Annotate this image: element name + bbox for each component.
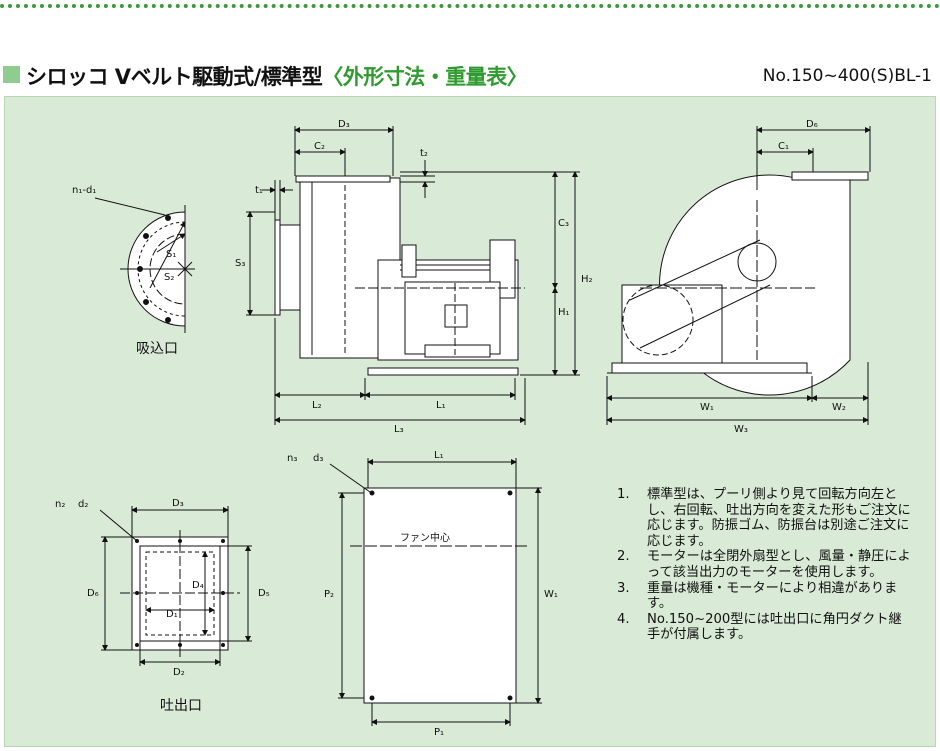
label-w2: W₂ (832, 402, 846, 413)
side-view (246, 126, 580, 425)
label-d2: d₂ (78, 499, 88, 510)
inlet-view-labels: n₁-d₁ S₁ S₂ 吸込口 (72, 185, 178, 357)
label-w1-base: W₁ (544, 589, 558, 600)
outlet-caption: 吐出口 (160, 698, 202, 714)
label-d3-outlet: D₃ (172, 498, 184, 509)
note-text: 標準型は、プーリ側より見て回転方向左とし、右回転、吐出方向を変えた形もご注文に応… (647, 487, 911, 549)
top-dotted-rule (0, 4, 940, 8)
note-number: 4. (617, 611, 630, 627)
label-w3: W₃ (734, 424, 748, 435)
label-h1: H₁ (558, 307, 570, 318)
title-marker (3, 66, 20, 83)
label-l1: L₁ (436, 400, 446, 411)
label-p2: P₂ (324, 589, 334, 600)
note-text: モーターは全閉外扇型とし、風量・静圧によって該当出力のモーターを使用します。 (647, 549, 911, 580)
label-d1: D₁ (166, 609, 178, 620)
note-text: No.150~200型には吐出口に角円ダクト継手が付属します。 (647, 611, 902, 643)
page-title: シロッコ Vベルト駆動式/標準型〈外形寸法・重量表〉 (26, 61, 528, 91)
label-c2: C₂ (314, 141, 325, 152)
label-l2: L₂ (312, 400, 322, 411)
inlet-view (94, 197, 195, 333)
label-p1: P₁ (434, 727, 444, 738)
note-text: 重量は機種・モーターにより相違があります。 (647, 580, 898, 612)
side-view-labels: D₃ C₂ t₂ t₁ S₃ C₃ H₁ H₂ L₂ L₁ L₃ (235, 119, 593, 435)
model-range: No.150~400(S)BL-1 (762, 66, 932, 86)
title-highlight: 〈外形寸法・重量表〉 (322, 65, 528, 89)
note-number: 3. (617, 580, 630, 596)
note-item: 3. 重量は機種・モーターにより相違があります。 (613, 581, 913, 612)
label-d3-base: d₃ (313, 453, 323, 464)
label-d3: D₃ (338, 119, 350, 130)
front-view (606, 126, 871, 425)
label-s2: S₂ (164, 272, 174, 283)
note-item: 4. No.150~200型には吐出口に角円ダクト継手が付属します。 (613, 612, 913, 643)
label-d6: D₆ (806, 119, 818, 130)
label-n2: n₂ (55, 499, 65, 510)
note-number: 1. (617, 487, 630, 502)
front-view-labels: D₆ C₁ W₁ W₂ W₃ (700, 119, 846, 435)
label-s3: S₃ (235, 258, 245, 269)
label-t1: t₁ (255, 185, 263, 196)
outlet-view-labels: n₂ d₂ D₃ D₆ D₅ D₄ D₁ D₂ 吐出口 (55, 498, 270, 714)
label-w1: W₁ (700, 402, 714, 413)
label-d5: D₅ (258, 588, 270, 599)
label-d2-outlet: D₂ (173, 667, 185, 678)
label-h2: H₂ (581, 274, 593, 285)
base-view (329, 458, 542, 726)
inlet-caption: 吸込口 (136, 341, 178, 357)
notes-list: 1. 標準型は、プーリ側より見て回転方向左とし、右回転、吐出方向を変えた形もご注文… (613, 487, 913, 643)
label-c1: C₁ (778, 141, 789, 152)
base-view-labels: n₃ d₃ L₁ ファン中心 P₂ W₁ P₁ (287, 450, 558, 738)
outlet-view (99, 506, 252, 666)
note-number: 2. (617, 549, 630, 565)
note-item: 1. 標準型は、プーリ側より見て回転方向左とし、右回転、吐出方向を変えた形もご注文… (613, 487, 913, 549)
label-n1d1: n₁-d₁ (72, 185, 96, 196)
label-d6-outlet: D₆ (87, 588, 99, 599)
label-l1-base: L₁ (434, 450, 444, 461)
label-t2: t₂ (420, 148, 428, 159)
label-s1: S₁ (166, 249, 176, 260)
label-fan-center: ファン中心 (400, 531, 450, 544)
label-d4: D₄ (192, 580, 204, 591)
label-n3: n₃ (287, 453, 297, 464)
label-c3: C₃ (558, 218, 569, 229)
label-l3: L₃ (394, 424, 404, 435)
title-main: シロッコ Vベルト駆動式/標準型 (26, 65, 323, 89)
note-item: 2. モーターは全閉外扇型とし、風量・静圧によって該当出力のモーターを使用します。 (613, 549, 913, 580)
